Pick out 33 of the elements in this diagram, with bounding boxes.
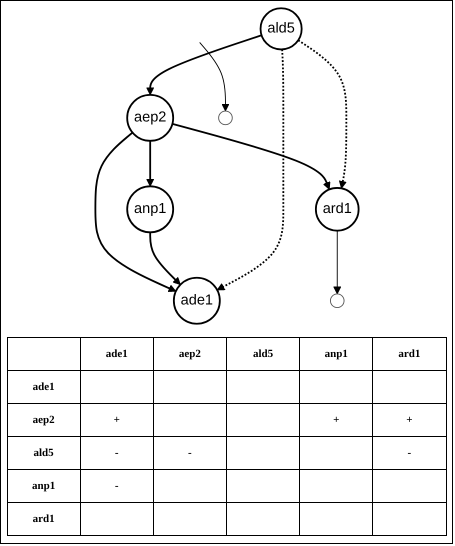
table-cell: ard1 [7, 502, 80, 536]
arrow [332, 230, 341, 294]
table-cell: - [153, 436, 226, 470]
table-cell: - [80, 470, 154, 502]
node-circle: ald5 [259, 7, 302, 50]
node-circle: aep2 [126, 94, 174, 142]
table-cell: aep2 [7, 404, 80, 436]
arrow [198, 42, 229, 112]
arrow [146, 140, 154, 187]
arrow [297, 39, 347, 189]
table-cell: + [80, 404, 154, 436]
table-cell: - [372, 436, 446, 470]
arrow [146, 34, 262, 96]
arrow [172, 122, 330, 190]
table-cell: anp1 [300, 338, 373, 370]
arrow [94, 132, 176, 292]
table-cell: aep2 [153, 338, 226, 370]
table-cell: ald5 [226, 338, 300, 370]
table-cell: anp1 [7, 470, 80, 502]
table-cell: - [80, 436, 154, 470]
table-cell: ard1 [372, 338, 446, 370]
node-circle: ard1 [314, 187, 360, 232]
table-cell: ade1 [7, 370, 80, 404]
table-cell: + [300, 404, 373, 436]
node-circle [329, 293, 344, 308]
table-cell: ald5 [7, 436, 80, 470]
table-cell: ade1 [80, 338, 154, 370]
arrow [148, 232, 180, 285]
node-circle: anp1 [126, 185, 174, 234]
table-cell: + [372, 404, 446, 436]
node-circle [218, 110, 232, 126]
node-circle: ade1 [172, 276, 220, 325]
arrow [216, 49, 284, 290]
